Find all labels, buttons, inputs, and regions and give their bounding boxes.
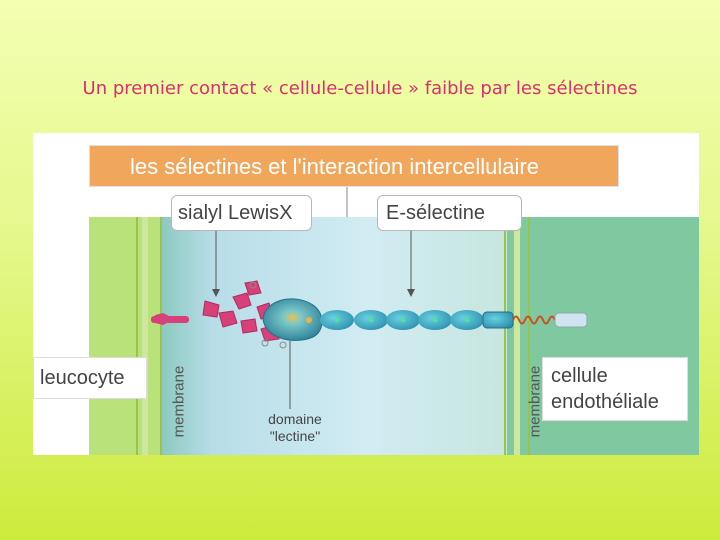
- cellule-endotheliale-line1: cellule: [551, 363, 687, 389]
- leucocyte-cytoplasm: [89, 217, 161, 455]
- slide-title: Un premier contact « cellule-cellule » f…: [0, 78, 720, 99]
- domaine-line2: "lectine": [255, 428, 335, 445]
- selectin-diagram: les sélectines et l'interaction intercel…: [33, 133, 699, 455]
- leucocyte-label: leucocyte: [33, 357, 147, 399]
- cytoplasmic-tail: [555, 313, 587, 327]
- sialyl-lewisx-label: sialyl LewisX: [171, 195, 312, 231]
- lectin-domain: [263, 299, 322, 341]
- membrane-label-right: membrane: [527, 357, 544, 447]
- cellule-endotheliale-line2: endothéliale: [551, 389, 687, 415]
- figure-header: les sélectines et l'interaction intercel…: [89, 145, 619, 187]
- domaine-line1: domaine: [255, 411, 335, 428]
- e-selectine-label: E-sélectine: [377, 195, 522, 231]
- membrane-label-left: membrane: [171, 357, 188, 447]
- domaine-lectine-label: domaine "lectine": [255, 411, 335, 445]
- cellule-endotheliale-label: cellule endothéliale: [542, 357, 688, 421]
